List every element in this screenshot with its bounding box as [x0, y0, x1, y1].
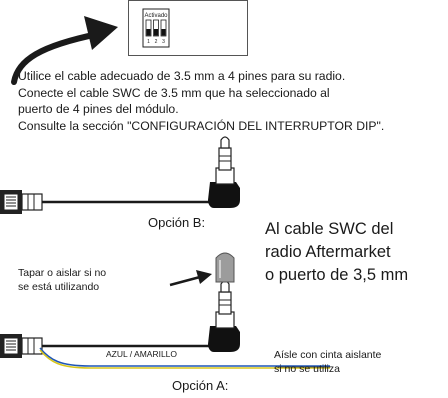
- cap-note-line: se está utilizando: [18, 281, 100, 293]
- cap-note: Tapar o aislar si no se está utilizando: [18, 266, 178, 294]
- dip-switch-3: [160, 19, 167, 37]
- dip-switch-label: Activado: [144, 13, 168, 19]
- option-b-cable: [42, 195, 220, 204]
- dip-switch-1: [145, 19, 152, 37]
- curved-arrow: [11, 16, 118, 85]
- plug-cap: [215, 252, 235, 283]
- swc-label-line: Al cable SWC del: [265, 220, 394, 238]
- instruction-line: Conecte el cable SWC de 3.5 mm que ha se…: [18, 85, 330, 100]
- instruction-line: Utilice el cable adecuado de 3.5 mm a 4 …: [18, 69, 346, 83]
- option-b-label: Opción B:: [148, 215, 206, 230]
- dip-switch-box: Activado 1 2 3: [128, 0, 248, 56]
- insulate-note-line: si no se utiliza: [274, 363, 340, 375]
- option-a-label: Opción A:: [172, 378, 229, 393]
- instruction-line: puerto de 4 pines del módulo.: [18, 102, 179, 116]
- insulate-note: Aísle con cinta aislante si no se utiliz…: [274, 348, 444, 376]
- option-b-rj-connector: [0, 190, 43, 214]
- dip-number-3: 3: [162, 39, 165, 45]
- dip-switch-2: [153, 19, 159, 37]
- instructions: Utilice el cable adecuado de 3.5 mm a 4 …: [18, 68, 446, 134]
- dip-number-2: 2: [155, 39, 158, 45]
- option-a-35mm-plug: [208, 280, 240, 352]
- swc-label-line: o puerto de 3,5 mm: [265, 266, 409, 284]
- wire-color-label: AZUL / AMARILLO: [106, 349, 178, 359]
- option-a-rj-connector: [0, 334, 43, 358]
- swc-destination-label: Al cable SWC del radio Aftermarket o pue…: [265, 218, 447, 287]
- insulate-note-line: Aísle con cinta aislante: [274, 349, 382, 361]
- option-a-cable: [42, 339, 220, 348]
- option-b-35mm-plug: [208, 136, 240, 208]
- blue-yellow-wire: [39, 347, 330, 369]
- instruction-line: Consulte la sección "CONFIGURACIÓN DEL I…: [18, 118, 385, 133]
- dip-number-1: 1: [147, 39, 150, 45]
- cap-pointer-arrow: [169, 270, 212, 287]
- cap-note-line: Tapar o aislar si no: [18, 267, 107, 279]
- swc-label-line: radio Aftermarket: [265, 243, 391, 261]
